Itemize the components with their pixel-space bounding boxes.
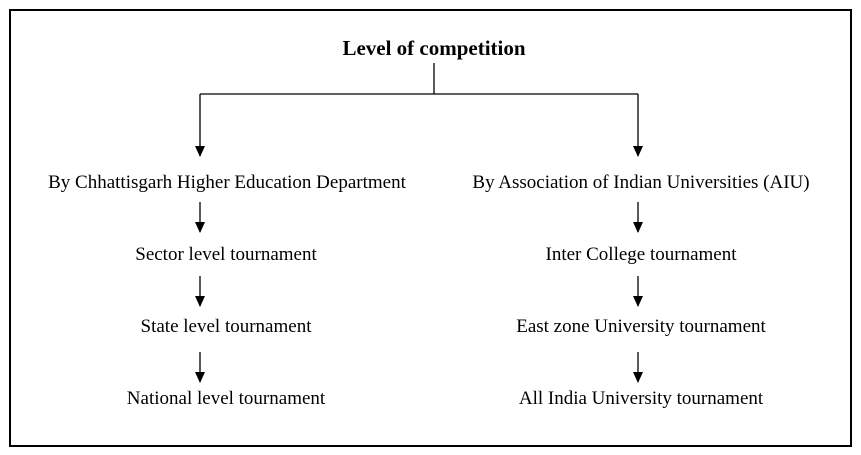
right-branch-arrowhead [633, 146, 643, 157]
right-child-node-2: East zone University tournament [516, 316, 766, 337]
diagram-frame [9, 9, 852, 447]
right-arrowhead-3 [633, 372, 643, 383]
left-child-node-1: Sector level tournament [135, 244, 317, 265]
right-child-node-1: Inter College tournament [545, 244, 737, 265]
root-node-title: Level of competition [342, 36, 526, 60]
right-arrowhead-1 [633, 222, 643, 233]
left-arrowhead-1 [195, 222, 205, 233]
left-branch-arrowhead [195, 146, 205, 157]
left-child-node-3: National level tournament [126, 388, 326, 409]
left-arrowhead-3 [195, 372, 205, 383]
left-branch-node: By Chhattisgarh Higher Education Departm… [48, 172, 406, 193]
right-arrowhead-2 [633, 296, 643, 307]
left-child-node-2: State level tournament [140, 316, 312, 337]
right-child-node-3: All India University tournament [518, 388, 764, 409]
right-branch-node: By Association of Indian Universities (A… [472, 172, 810, 193]
left-arrowhead-2 [195, 296, 205, 307]
